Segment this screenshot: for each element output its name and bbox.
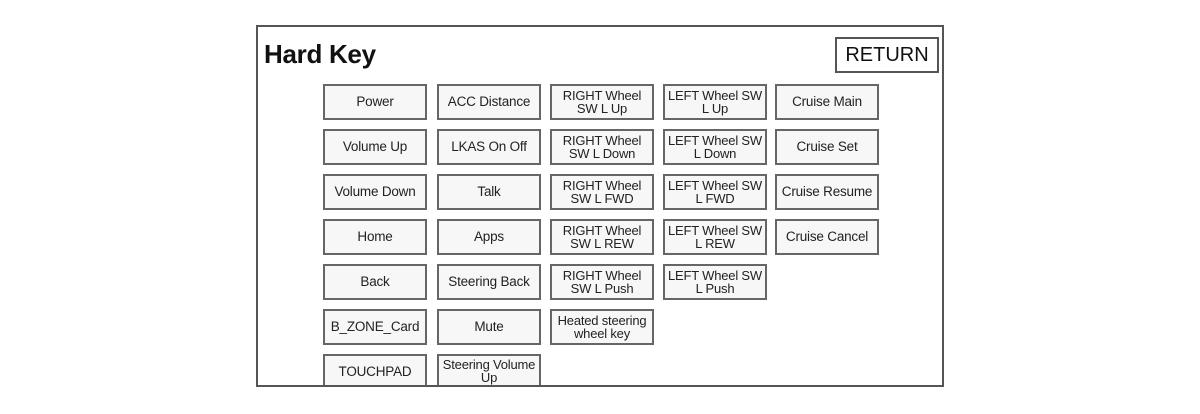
- left-wheel-sw-l-rew-key-button[interactable]: LEFT Wheel SW L REW: [663, 219, 767, 255]
- cruise-main-key-button[interactable]: Cruise Main: [775, 84, 879, 120]
- lkas-on-off-key-button[interactable]: LKAS On Off: [437, 129, 541, 165]
- touchpad-key-button[interactable]: TOUCHPAD: [323, 354, 427, 385]
- right-wheel-sw-l-push-key-button[interactable]: RIGHT Wheel SW L Push: [550, 264, 654, 300]
- steering-back-key-button[interactable]: Steering Back: [437, 264, 541, 300]
- home-key-button[interactable]: Home: [323, 219, 427, 255]
- talk-key-button[interactable]: Talk: [437, 174, 541, 210]
- right-wheel-sw-l-rew-key-button[interactable]: RIGHT Wheel SW L REW: [550, 219, 654, 255]
- left-wheel-sw-l-fwd-key-button[interactable]: LEFT Wheel SW L FWD: [663, 174, 767, 210]
- volume-down-key-button[interactable]: Volume Down: [323, 174, 427, 210]
- power-key-button[interactable]: Power: [323, 84, 427, 120]
- volume-up-key-button[interactable]: Volume Up: [323, 129, 427, 165]
- mute-key-button[interactable]: Mute: [437, 309, 541, 345]
- return-button[interactable]: RETURN: [835, 37, 939, 73]
- apps-key-button[interactable]: Apps: [437, 219, 541, 255]
- hard-key-grid: Power Volume Up Volume Down Home Back B_…: [323, 84, 883, 385]
- right-wheel-sw-l-down-key-button[interactable]: RIGHT Wheel SW L Down: [550, 129, 654, 165]
- right-wheel-sw-l-up-key-button[interactable]: RIGHT Wheel SW L Up: [550, 84, 654, 120]
- left-wheel-sw-l-up-key-button[interactable]: LEFT Wheel SW L Up: [663, 84, 767, 120]
- right-wheel-sw-l-fwd-key-button[interactable]: RIGHT Wheel SW L FWD: [550, 174, 654, 210]
- hard-key-panel: Hard Key RETURN Power Volume Up Volume D…: [256, 25, 944, 387]
- heated-steering-wheel-key-button[interactable]: Heated steering wheel key: [550, 309, 654, 345]
- cruise-cancel-key-button[interactable]: Cruise Cancel: [775, 219, 879, 255]
- left-wheel-sw-l-down-key-button[interactable]: LEFT Wheel SW L Down: [663, 129, 767, 165]
- cruise-set-key-button[interactable]: Cruise Set: [775, 129, 879, 165]
- steering-volume-up-key-button[interactable]: Steering Volume Up: [437, 354, 541, 385]
- page-title: Hard Key: [264, 39, 376, 69]
- acc-distance-key-button[interactable]: ACC Distance: [437, 84, 541, 120]
- b-zone-card-key-button[interactable]: B_ZONE_Card: [323, 309, 427, 345]
- cruise-resume-key-button[interactable]: Cruise Resume: [775, 174, 879, 210]
- back-key-button[interactable]: Back: [323, 264, 427, 300]
- left-wheel-sw-l-push-key-button[interactable]: LEFT Wheel SW L Push: [663, 264, 767, 300]
